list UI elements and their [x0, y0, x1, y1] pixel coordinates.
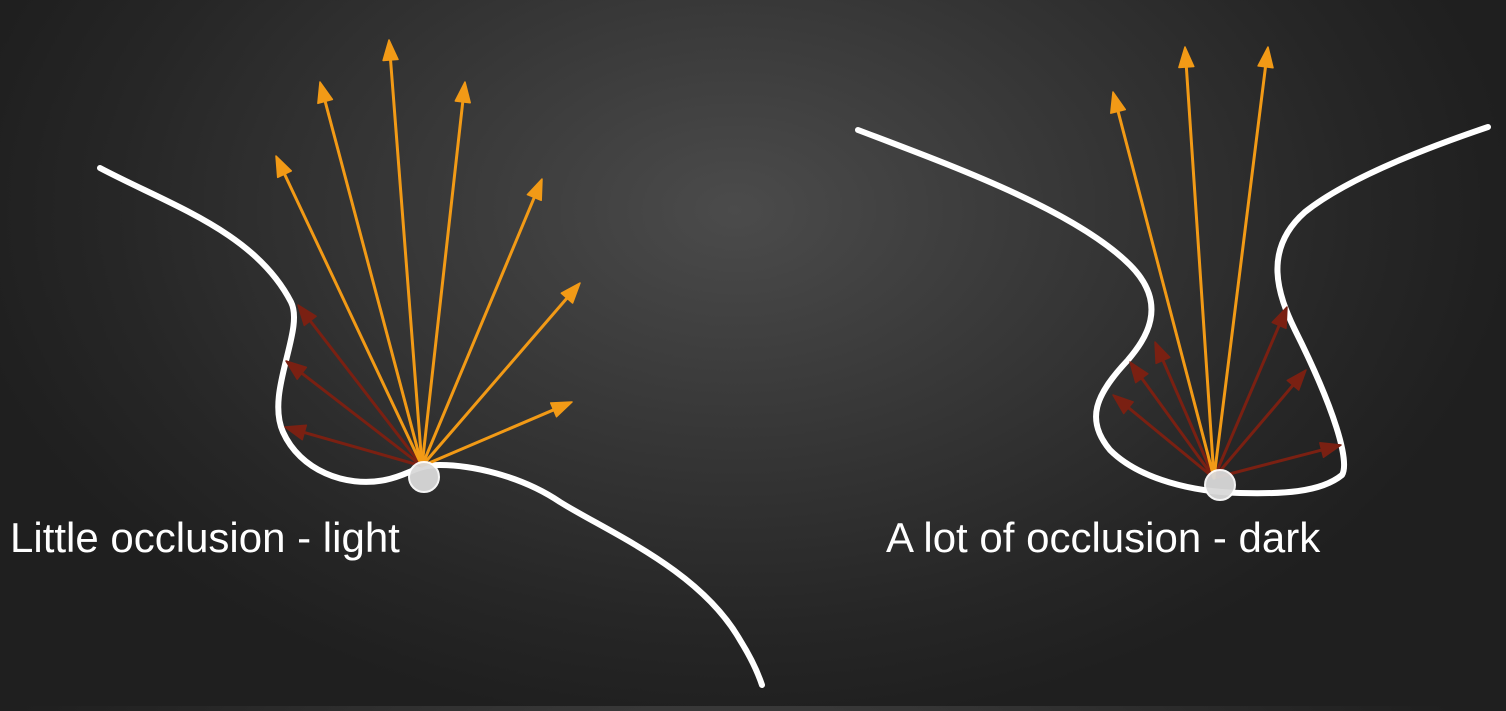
occluded-ray-arrow: [285, 360, 424, 468]
unoccluded-ray-arrow: [317, 81, 424, 468]
occluded-ray-arrow: [284, 424, 424, 468]
unoccluded-ray-arrow: [420, 401, 573, 468]
occluded-ray-arrow: [1154, 341, 1216, 480]
surface-curve: [855, 124, 1491, 497]
occluded-ray-arrow: [1129, 361, 1216, 480]
unoccluded-ray-arrow: [275, 155, 424, 468]
sample-point: [408, 461, 440, 493]
unoccluded-ray-arrow: [420, 178, 543, 468]
occluded-ray-arrow: [1212, 306, 1288, 480]
unoccluded-ray-arrow: [1110, 91, 1216, 480]
caption-little-occlusion: Little occlusion - light: [10, 514, 400, 561]
occluded-ray-arrow: [1212, 369, 1307, 480]
panel-little-occlusion: [97, 39, 765, 688]
unoccluded-ray-arrow: [1178, 46, 1216, 480]
unoccluded-ray-arrow: [420, 282, 581, 468]
unoccluded-ray-arrow: [420, 81, 471, 468]
surface-curve: [97, 165, 765, 688]
unoccluded-ray-arrow: [382, 39, 424, 468]
unoccluded-ray-arrow: [1212, 46, 1274, 480]
occluded-ray-arrow: [1212, 442, 1342, 480]
sample-point: [1204, 469, 1236, 501]
caption-a-lot-of-occlusion: A lot of occlusion - dark: [886, 514, 1321, 561]
occluded-ray-arrow: [1112, 394, 1216, 480]
occluded-ray-arrow: [297, 304, 424, 468]
panel-a-lot-of-occlusion: [855, 46, 1491, 501]
